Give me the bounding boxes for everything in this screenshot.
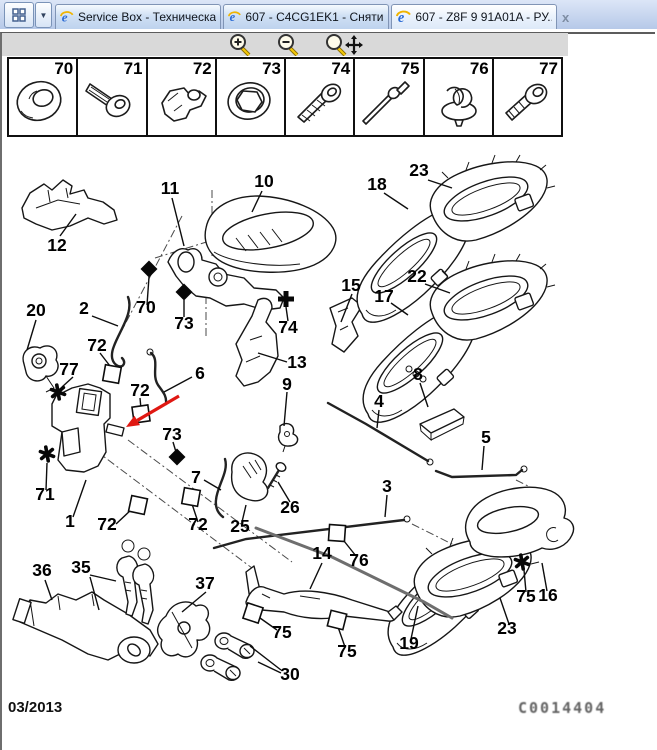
tab-title: 607 - Z8F 9 91A01A - РУ... [415, 10, 552, 24]
legend-cell-70[interactable]: 70 [9, 59, 79, 135]
zoom-out-button[interactable] [276, 33, 306, 56]
self-tapping-screw-icon [297, 83, 342, 123]
svg-text:e: e [398, 10, 405, 25]
quick-tabs-grid-icon [12, 8, 26, 22]
part-number: 70 [54, 59, 74, 78]
expansion-plug-icon [440, 86, 477, 127]
zoom-in-button[interactable] [228, 33, 258, 56]
legend-cell-77[interactable]: 77 [494, 59, 561, 135]
legend-cell-74[interactable]: 74 [286, 59, 356, 135]
grommet-nut-icon [227, 82, 271, 120]
zoom-pan-magnifier-icon [326, 33, 363, 56]
legend-cell-76[interactable]: 76 [425, 59, 494, 135]
image-zoom-toolbar [2, 33, 568, 56]
legend-cell-71[interactable]: 71 [78, 59, 148, 135]
rivet-pin-icon [362, 81, 411, 125]
ie-e-icon: e [60, 9, 74, 24]
svg-text:e: e [62, 9, 68, 24]
browser-tab-bar: ▼ e Service Box - Техническая ... e 607 … [0, 0, 657, 29]
tab-list-dropdown-button[interactable]: ▼ [35, 2, 52, 28]
tab-title: 607 - C4CG1EK1 - Снятие - ... [245, 10, 384, 24]
part-number: 72 [192, 59, 212, 78]
washer-grommet-icon [16, 80, 62, 122]
tab-title: Service Box - Техническая ... [77, 10, 216, 24]
shouldered-screw-icon [85, 83, 131, 118]
ie-e-icon: e [396, 10, 411, 25]
part-number: 71 [123, 59, 143, 78]
svg-text:e: e [230, 10, 236, 24]
zoom-out-magnifier-icon [278, 33, 299, 56]
ie-e-icon: e [228, 10, 241, 24]
content-area [0, 32, 655, 750]
zoom-pan-button[interactable] [324, 33, 364, 56]
part-number: 74 [331, 59, 351, 78]
part-number: 77 [539, 59, 558, 78]
fastener-legend-strip: 70 71 72 73 74 [7, 57, 563, 137]
quick-tabs-button[interactable] [4, 2, 34, 28]
part-number: 75 [400, 59, 420, 78]
tab-service-box[interactable]: e Service Box - Техническая ... [55, 4, 221, 29]
torx-screw-icon [504, 83, 548, 121]
part-number: 76 [469, 59, 489, 78]
legend-cell-73[interactable]: 73 [217, 59, 286, 135]
part-number: 73 [262, 59, 281, 78]
zoom-in-magnifier-icon [230, 33, 251, 56]
legend-cell-75[interactable]: 75 [355, 59, 425, 135]
figure-stamp-number: C0014404 [518, 699, 607, 717]
tab-607-active[interactable]: e 607 - Z8F 9 91A01A - РУ... [391, 4, 557, 29]
legend-cell-72[interactable]: 72 [148, 59, 217, 135]
revision-date: 03/2013 [8, 699, 63, 716]
close-tab-icon[interactable]: x [562, 10, 570, 25]
tab-607-snyatie[interactable]: e 607 - C4CG1EK1 - Снятие - ... [223, 4, 389, 29]
cable-clip-icon [160, 87, 207, 122]
chevron-down-icon: ▼ [39, 10, 48, 20]
